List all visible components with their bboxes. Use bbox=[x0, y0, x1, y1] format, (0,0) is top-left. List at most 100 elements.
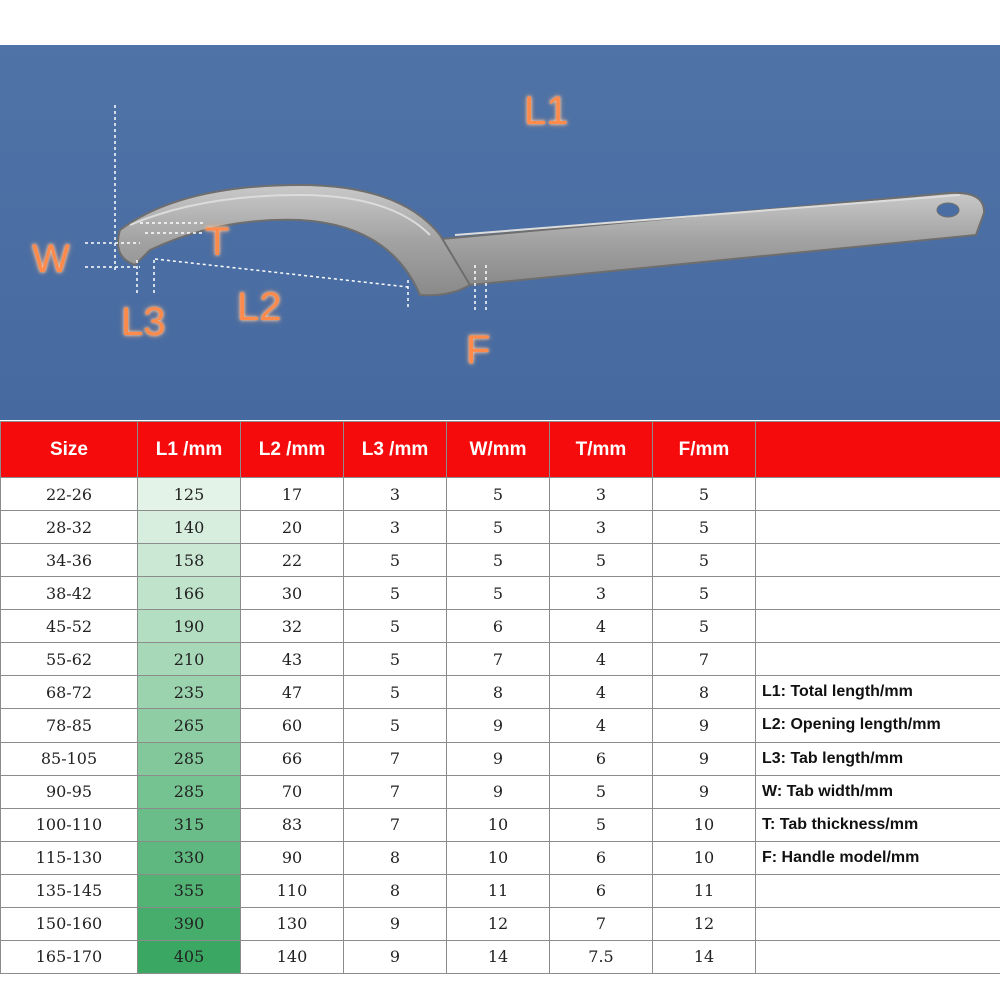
cell-size: 85-105 bbox=[0, 741, 138, 776]
cell-t: 4 bbox=[549, 642, 653, 677]
specification-table: Size L1 /mm L2 /mm L3 /mm W/mm T/mm F/mm… bbox=[0, 421, 1000, 975]
cell-t: 7.5 bbox=[549, 939, 653, 975]
cell-l2: 60 bbox=[240, 708, 344, 743]
cell-l2: 22 bbox=[240, 543, 344, 578]
cell-t: 3 bbox=[549, 576, 653, 611]
cell-w: 9 bbox=[446, 741, 550, 776]
cell-l3: 5 bbox=[343, 642, 447, 677]
label-l3: L3 bbox=[121, 300, 166, 344]
cell-t: 3 bbox=[549, 510, 653, 545]
cell-l2: 43 bbox=[240, 642, 344, 677]
cell-l1: 210 bbox=[137, 642, 241, 677]
cell-w: 6 bbox=[446, 609, 550, 644]
cell-l1: 285 bbox=[137, 741, 241, 776]
cell-l1: 390 bbox=[137, 906, 241, 941]
cell-note bbox=[755, 609, 1000, 644]
cell-l2: 130 bbox=[240, 906, 344, 941]
label-l1: L1 bbox=[524, 89, 569, 133]
cell-l3: 9 bbox=[343, 906, 447, 941]
table-header-row: Size L1 /mm L2 /mm L3 /mm W/mm T/mm F/mm bbox=[0, 421, 1000, 478]
cell-l2: 83 bbox=[240, 807, 344, 842]
cell-l1: 315 bbox=[137, 807, 241, 842]
cell-size: 115-130 bbox=[0, 840, 138, 875]
cell-t: 3 bbox=[549, 476, 653, 512]
label-l2: L2 bbox=[237, 285, 282, 329]
cell-note: L1: Total length/mm bbox=[755, 675, 1000, 710]
cell-l3: 5 bbox=[343, 576, 447, 611]
cell-l3: 5 bbox=[343, 609, 447, 644]
header-l2: L2 /mm bbox=[240, 421, 344, 478]
cell-t: 6 bbox=[549, 840, 653, 875]
cell-size: 90-95 bbox=[0, 774, 138, 809]
cell-f: 11 bbox=[652, 873, 756, 908]
cell-l3: 5 bbox=[343, 543, 447, 578]
cell-f: 12 bbox=[652, 906, 756, 941]
cell-w: 12 bbox=[446, 906, 550, 941]
cell-f: 9 bbox=[652, 708, 756, 743]
cell-l3: 3 bbox=[343, 476, 447, 512]
cell-w: 10 bbox=[446, 840, 550, 875]
cell-l3: 3 bbox=[343, 510, 447, 545]
header-l1: L1 /mm bbox=[137, 421, 241, 478]
cell-t: 7 bbox=[549, 906, 653, 941]
cell-t: 5 bbox=[549, 774, 653, 809]
cell-w: 8 bbox=[446, 675, 550, 710]
cell-note bbox=[755, 642, 1000, 677]
cell-size: 38-42 bbox=[0, 576, 138, 611]
cell-l3: 7 bbox=[343, 774, 447, 809]
cell-size: 68-72 bbox=[0, 675, 138, 710]
cell-t: 6 bbox=[549, 741, 653, 776]
cell-w: 11 bbox=[446, 873, 550, 908]
cell-f: 10 bbox=[652, 807, 756, 842]
label-w: W bbox=[32, 237, 70, 281]
header-notes bbox=[755, 421, 1000, 478]
hang-hole bbox=[936, 202, 960, 218]
cell-w: 10 bbox=[446, 807, 550, 842]
cell-note: L3: Tab length/mm bbox=[755, 741, 1000, 776]
cell-t: 5 bbox=[549, 807, 653, 842]
cell-l2: 32 bbox=[240, 609, 344, 644]
cell-t: 4 bbox=[549, 609, 653, 644]
cell-note bbox=[755, 476, 1000, 512]
cell-size: 78-85 bbox=[0, 708, 138, 743]
cell-t: 5 bbox=[549, 543, 653, 578]
cell-f: 9 bbox=[652, 741, 756, 776]
cell-l1: 190 bbox=[137, 609, 241, 644]
cell-note bbox=[755, 576, 1000, 611]
cell-size: 28-32 bbox=[0, 510, 138, 545]
cell-l2: 30 bbox=[240, 576, 344, 611]
cell-size: 165-170 bbox=[0, 939, 138, 975]
cell-w: 9 bbox=[446, 708, 550, 743]
cell-l3: 8 bbox=[343, 873, 447, 908]
cell-w: 5 bbox=[446, 510, 550, 545]
cell-l2: 47 bbox=[240, 675, 344, 710]
cell-w: 14 bbox=[446, 939, 550, 975]
cell-l3: 8 bbox=[343, 840, 447, 875]
cell-l3: 7 bbox=[343, 807, 447, 842]
cell-note: T: Tab thickness/mm bbox=[755, 807, 1000, 842]
cell-note bbox=[755, 543, 1000, 578]
cell-l1: 355 bbox=[137, 873, 241, 908]
wrench-handle bbox=[429, 191, 986, 287]
cell-t: 4 bbox=[549, 675, 653, 710]
header-f: F/mm bbox=[652, 421, 756, 478]
cell-t: 4 bbox=[549, 708, 653, 743]
cell-f: 5 bbox=[652, 576, 756, 611]
dimension-guides bbox=[85, 105, 487, 310]
cell-l2: 140 bbox=[240, 939, 344, 975]
cell-w: 5 bbox=[446, 543, 550, 578]
cell-size: 22-26 bbox=[0, 476, 138, 512]
cell-l2: 110 bbox=[240, 873, 344, 908]
cell-l3: 5 bbox=[343, 675, 447, 710]
cell-w: 5 bbox=[446, 476, 550, 512]
